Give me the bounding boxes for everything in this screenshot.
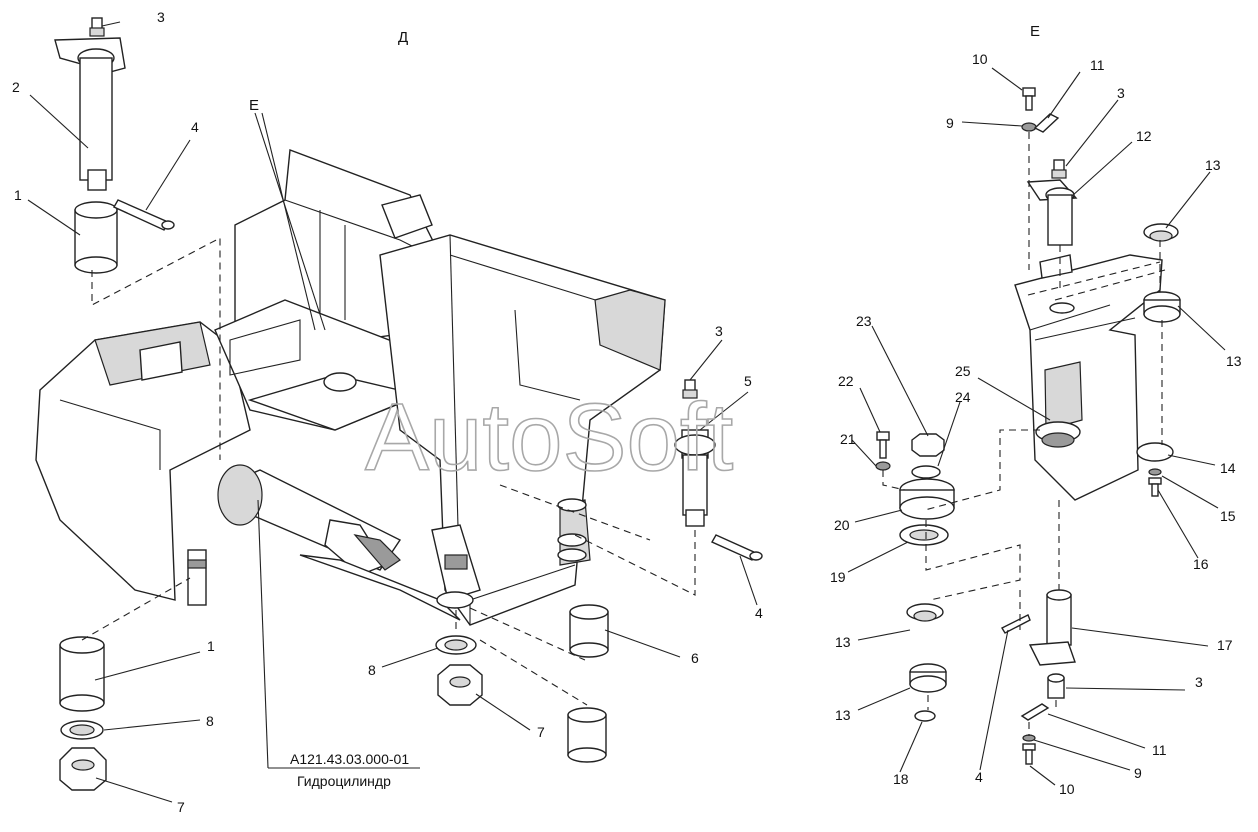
view-label-e: Е [1030, 23, 1040, 40]
assembly-lines-left [81, 237, 696, 706]
callout-5: 5 [744, 373, 752, 389]
part-bushing-bottom [567, 707, 607, 763]
callout-9-top: 9 [946, 115, 954, 131]
callout-25: 25 [955, 363, 971, 379]
callout-11-top: 11 [1090, 57, 1105, 73]
callout-10-top: 10 [972, 51, 988, 67]
callout-13-right: 13 [1226, 353, 1242, 369]
part-gasket-19 [899, 524, 949, 546]
part-washer-21 [875, 461, 891, 471]
pivot-bushings-right [557, 498, 591, 566]
callout-3-right-bottom: 3 [1195, 674, 1203, 690]
callout-10-bottom: 10 [1059, 781, 1075, 797]
callout-23: 23 [856, 313, 872, 329]
callout-1-bottom: 1 [207, 638, 215, 654]
part-grease-nipple-right-top [1051, 159, 1067, 179]
part-washer-8-mid [435, 635, 477, 655]
lower-pivot-left [187, 549, 207, 606]
part-cotter-pin-right [1001, 614, 1031, 634]
hydraulic-cylinder [217, 464, 461, 621]
part-grease-nipple-top [89, 17, 105, 37]
callout-4-top-left: 4 [191, 119, 199, 135]
part-bolt-10-top [1022, 87, 1036, 111]
callout-3-right-top: 3 [1117, 85, 1125, 101]
callout-15: 15 [1220, 508, 1236, 524]
part-nut-23 [911, 433, 945, 457]
part-nut-7-bottom [59, 747, 107, 791]
callout-8-bottom: 8 [206, 713, 214, 729]
callout-7-bottom: 7 [177, 799, 185, 815]
callout-17: 17 [1217, 637, 1233, 653]
part-cup-13-d [909, 663, 947, 693]
part-washer-8-bottom [60, 720, 104, 740]
ref-label-e: Е [249, 97, 259, 114]
part-cotter-pin-mid [711, 534, 763, 561]
callout-21: 21 [840, 431, 856, 447]
part-bushing-1-top [74, 201, 118, 274]
right-bracket-body [1014, 254, 1163, 501]
part-washer-15 [1148, 468, 1162, 476]
callout-3-mid: 3 [715, 323, 723, 339]
part-washer-18 [914, 710, 936, 722]
part-bolt-22 [876, 431, 890, 459]
callout-2: 2 [12, 79, 20, 95]
part-cup-13-c [906, 603, 944, 622]
callout-4-right: 4 [975, 769, 983, 785]
callout-24: 24 [955, 389, 971, 405]
callout-8-mid: 8 [368, 662, 376, 678]
part-bushing-1-bottom [59, 636, 105, 712]
view-label-d: Д [398, 29, 408, 46]
callout-19: 19 [830, 569, 846, 585]
part-bolt-16 [1148, 477, 1162, 497]
callout-1-top: 1 [14, 187, 22, 203]
part-cup-13-b [1143, 291, 1181, 323]
part-nut-7-mid [437, 664, 483, 706]
leader-lines-left [27, 21, 758, 803]
part-pin-12 [1026, 179, 1078, 246]
callout-4-mid: 4 [755, 605, 763, 621]
part-washer-9-top [1021, 122, 1037, 132]
watermark-text: AutoSoft [365, 384, 733, 491]
callout-6: 6 [691, 650, 699, 666]
callout-11-bottom: 11 [1152, 742, 1167, 758]
callout-12: 12 [1136, 128, 1152, 144]
part-pin-17 [1028, 589, 1076, 666]
part-cotter-pin-top [113, 199, 175, 231]
part-washer-24 [911, 465, 941, 479]
callout-13-top: 13 [1205, 157, 1221, 173]
part-bushing-6 [569, 604, 609, 658]
callout-14: 14 [1220, 460, 1236, 476]
callout-20: 20 [834, 517, 850, 533]
part-cup-13-a [1143, 223, 1179, 242]
callout-3-top-left: 3 [157, 9, 165, 25]
callout-13-low-b: 13 [835, 707, 851, 723]
part-pin-5 [674, 429, 716, 527]
part-bolt-10-bottom [1022, 743, 1036, 765]
part-hub-20 [899, 478, 955, 520]
callout-13-low-a: 13 [835, 634, 851, 650]
part-plate-14 [1136, 442, 1174, 462]
caption-code: А121.43.03.000-01 [290, 751, 409, 767]
callout-16: 16 [1193, 556, 1209, 572]
part-plate-11-bottom [1020, 703, 1050, 721]
frame-left-section [35, 321, 251, 601]
caption-name: Гидроцилиндр [297, 773, 391, 789]
callout-18: 18 [893, 771, 909, 787]
part-pin-2 [54, 37, 126, 191]
part-grease-nipple-right-bottom [1047, 673, 1065, 699]
callout-9-bottom: 9 [1134, 765, 1142, 781]
beam-lug [431, 524, 481, 609]
leader-lines-right [847, 67, 1226, 786]
callout-22: 22 [838, 373, 854, 389]
part-plate-11-top [1033, 113, 1060, 133]
callout-7-mid: 7 [537, 724, 545, 740]
assembly-lines-right [882, 132, 1166, 736]
